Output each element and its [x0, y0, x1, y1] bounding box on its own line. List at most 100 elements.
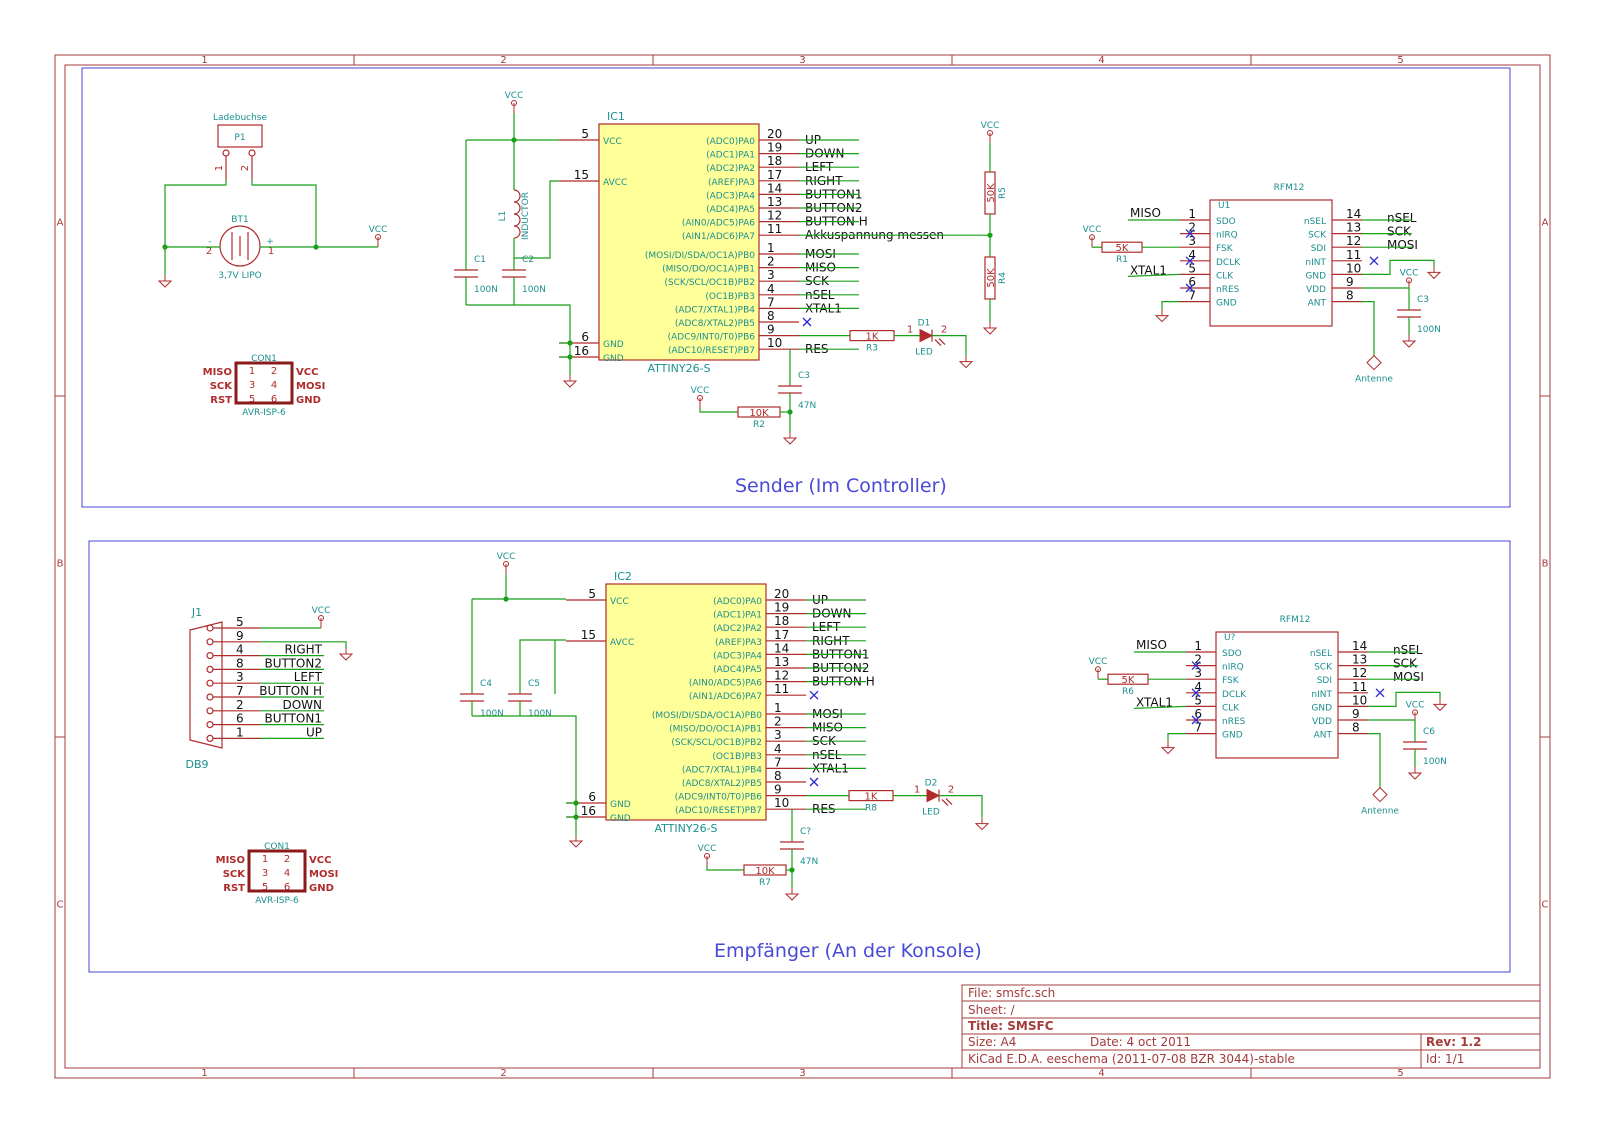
- mcu-pin-number: 18: [767, 154, 782, 168]
- vcc-label: VCC: [1406, 700, 1425, 710]
- no-connect-mark: [809, 690, 819, 700]
- rfm12-pin-number: 13: [1346, 221, 1361, 235]
- sender-isp-connector-pin: 6: [271, 394, 277, 405]
- column-ref-top: 5: [1397, 55, 1403, 66]
- mcu-pin-number: 10: [767, 336, 782, 350]
- ground-symbol: [1432, 698, 1448, 712]
- ground-triangle: [568, 840, 584, 848]
- vcc-symbol: VCC: [698, 844, 716, 866]
- mcu-pin-number: 2: [767, 255, 775, 269]
- junction-dot: [787, 409, 793, 415]
- no-connect-mark: [1375, 688, 1385, 698]
- receiver-isp-connector-right-label: MOSI: [309, 869, 338, 880]
- sender-c2-ref: C2: [522, 255, 534, 265]
- ground-symbol: [562, 375, 578, 388]
- mcu-pin-number: 4: [774, 742, 782, 756]
- sender-isp-connector-left-label: MISO: [203, 367, 232, 378]
- ant-wire: [1368, 732, 1381, 788]
- vcc-circle: [987, 130, 993, 136]
- receiver-isp-connector-left-label: MISO: [216, 855, 245, 866]
- res-wire: [699, 408, 738, 413]
- mcu-pin-number: 3: [767, 268, 775, 282]
- receiver-isp-connector-pin: 4: [284, 868, 290, 879]
- column-ref-bottom: 5: [1397, 1068, 1403, 1079]
- sender-isp-connector-pin: 5: [249, 394, 255, 405]
- receiver-isp-connector-ref: CON1: [264, 842, 290, 852]
- rfm12-net-label: XTAL1: [1130, 263, 1167, 277]
- sender-r3-value: 1K: [866, 332, 879, 343]
- vcc-label: VCC: [691, 386, 710, 396]
- ground-symbol: [338, 648, 354, 661]
- vcc-circle: [318, 615, 324, 621]
- receiver-r8-value: 1K: [865, 792, 878, 803]
- rfm12-pin-name: SCK: [1308, 231, 1327, 241]
- rfm12-net-label: SCK: [1393, 657, 1418, 671]
- led-wire: [932, 335, 967, 356]
- no-connect-line: [1375, 688, 1385, 698]
- mcu-pin-name: GND: [610, 800, 631, 810]
- mcu-pin-number: 16: [581, 804, 596, 818]
- column-ref-bottom: 3: [799, 1068, 805, 1079]
- vcc-symbol: VCC: [369, 225, 387, 247]
- ground-triangle: [974, 823, 990, 831]
- jack-pin: [248, 149, 256, 157]
- inductor-value: INDUCTOR: [521, 192, 531, 240]
- mcu-pin-number: 12: [767, 209, 782, 223]
- db9-pin-circle: [206, 651, 214, 660]
- no-connect-line: [1185, 283, 1195, 293]
- rfm12-pin-number: 1: [1194, 639, 1202, 653]
- ground-triangle: [1407, 772, 1423, 780]
- mcu-pin-name: (ADC9/INT0/T0)PB6: [668, 333, 756, 343]
- db9-net-label: DOWN: [282, 698, 322, 712]
- rfm12-net-wire: [1127, 273, 1181, 277]
- sender-r3-ref: R3: [866, 344, 878, 354]
- sender-r5-ref: R5: [998, 187, 1008, 199]
- sender-isp-connector-right-label: MOSI: [296, 381, 325, 392]
- ground-triangle: [562, 380, 578, 388]
- sender-c2-value: 100N: [522, 285, 546, 295]
- mcu-value: ATTINY26-S: [654, 822, 717, 835]
- mcu-pin-number: 13: [767, 195, 782, 209]
- rfm12-pin-number: 11: [1346, 248, 1361, 262]
- mcu-pin-name: (ADC0)PA0: [713, 597, 762, 607]
- no-connect-mark: [1185, 256, 1195, 266]
- antenna-symbol: [1366, 354, 1382, 371]
- mcu-pin-number: 5: [588, 587, 596, 601]
- mcu-pin-name: (ADC1)PA1: [706, 151, 755, 161]
- db9-ref: J1: [191, 606, 202, 619]
- column-ref-bottom: 1: [201, 1068, 207, 1079]
- db9-value: DB9: [185, 758, 208, 771]
- vcc-circle: [1412, 709, 1418, 716]
- rfm12-ref: U?: [1224, 633, 1236, 643]
- sender-isp-connector-left-label: RST: [210, 395, 232, 406]
- db9-pin-number: 8: [236, 656, 244, 670]
- db9-net-label: BUTTON H: [259, 684, 322, 698]
- mcu-pin-number: 19: [767, 141, 782, 155]
- mcu-pin-name: (ADC10/RESET)PB7: [675, 806, 762, 816]
- ant-wire: [1362, 301, 1375, 356]
- no-connect-line: [809, 690, 819, 700]
- receiver-isp-connector-left-label: RST: [223, 883, 245, 894]
- mcu-pin-name: (SCK/SCL/OC1B)PB2: [671, 738, 762, 748]
- rfm12-pin-number: 8: [1346, 289, 1354, 303]
- sender-r5-value: 50K: [986, 183, 997, 203]
- drawing-frame: [54, 54, 1551, 1079]
- gnd-wire: [1368, 691, 1441, 708]
- mcu-pin-name: GND: [603, 354, 624, 364]
- mcu-pin-number: 17: [774, 628, 789, 642]
- rfm12-pin-name: VDD: [1306, 285, 1326, 295]
- junction-dot: [573, 800, 579, 806]
- no-connect-mark: [809, 777, 819, 787]
- mcu-pin-name: (MISO/DO/OC1A)PB1: [662, 265, 755, 275]
- rfm12-pin-name: DCLK: [1222, 690, 1247, 700]
- receiver-section-box: [88, 540, 1511, 973]
- led-arrow: [938, 338, 946, 346]
- mcu-pin-name: AVCC: [603, 178, 627, 188]
- rfm12-pin-name: SDI: [1311, 244, 1326, 254]
